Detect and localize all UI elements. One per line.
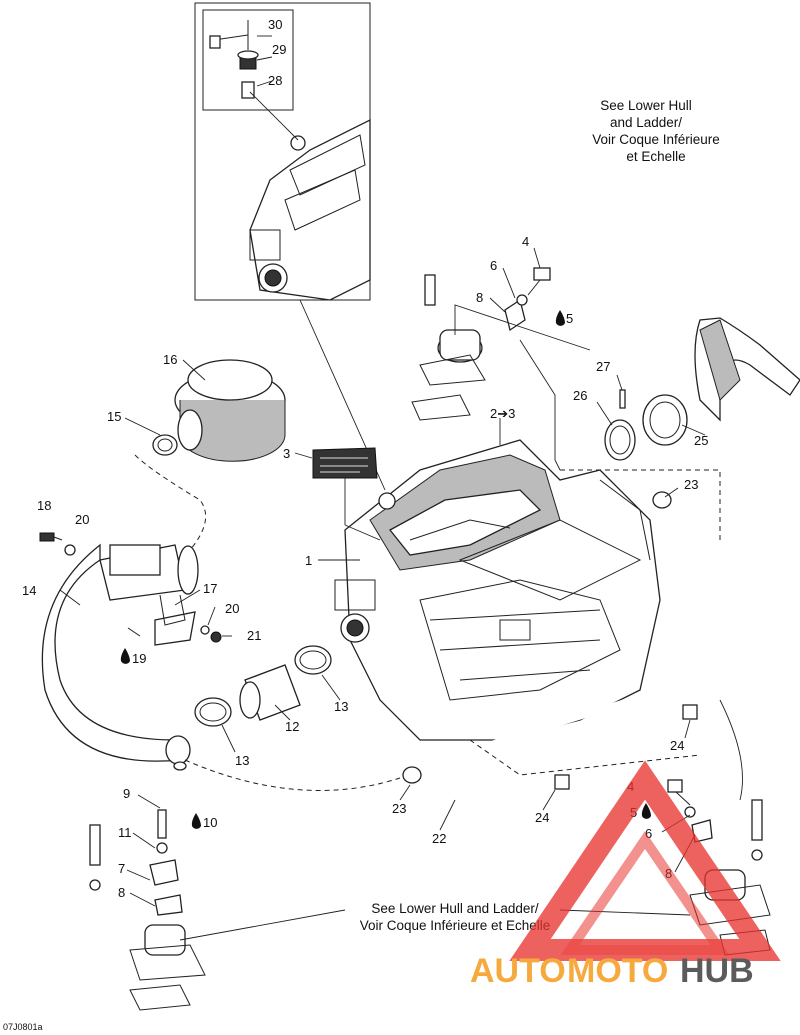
callout-24b: 24: [535, 810, 549, 825]
threadlock-drop-icon: [641, 803, 651, 819]
callout-1: 1: [305, 553, 312, 568]
callout-26: 26: [573, 388, 587, 403]
coupler-hose: [194, 645, 332, 727]
decal-part: [312, 447, 378, 479]
callout-25: 25: [694, 433, 708, 448]
engine-block: [334, 439, 661, 741]
diagram-code: 07J0801a: [3, 1022, 43, 1032]
svg-text:Voir Coque Inférieure: Voir Coque Inférieure: [592, 132, 720, 147]
callout-7: 7: [118, 861, 125, 876]
threadlock-drop-icon: [191, 813, 201, 829]
callout-10: 10: [203, 815, 217, 830]
callout-2-3: 2➔3: [490, 406, 515, 421]
engine-mount-top: [411, 267, 551, 421]
callout-18: 18: [37, 498, 51, 513]
svg-text:and Ladder/: and Ladder/: [610, 115, 682, 130]
svg-text:et Echelle: et Echelle: [626, 149, 685, 164]
callout-23a: 23: [392, 801, 406, 816]
callout-4a: 4: [522, 234, 529, 249]
callout-16: 16: [163, 352, 177, 367]
callout-15: 15: [107, 409, 121, 424]
callout-20a: 20: [75, 512, 89, 527]
callout-17: 17: [203, 581, 217, 596]
callout-8a: 8: [476, 290, 483, 305]
callout-28: 28: [268, 73, 282, 88]
callout-24a: 24: [670, 738, 684, 753]
callout-19: 19: [132, 651, 146, 666]
callout-3: 3: [283, 446, 290, 461]
callout-27: 27: [596, 359, 610, 374]
callout-20b: 20: [225, 601, 239, 616]
intake-pipe: [41, 543, 199, 771]
callout-14: 14: [22, 583, 36, 598]
svg-text:Voir Coque Inférieure et Echel: Voir Coque Inférieure et Echelle: [360, 918, 551, 933]
threadlock-drop-icon: [120, 648, 130, 664]
svg-text:HUB: HUB: [680, 952, 754, 990]
callout-23b: 23: [684, 477, 698, 492]
exhaust-pipe: [604, 317, 800, 461]
callout-21: 21: [247, 628, 261, 643]
svg-text:See Lower Hull: See Lower Hull: [600, 98, 692, 113]
note-lower-hull-top: See Lower Hull and Ladder/ Voir Coque In…: [592, 98, 720, 164]
callout-6b: 6: [645, 826, 652, 841]
callout-30: 30: [268, 17, 282, 32]
engine-mount-bottom-left: [89, 809, 206, 1011]
air-filter: [152, 359, 286, 462]
callout-6a: 6: [490, 258, 497, 273]
callout-13b: 13: [235, 753, 249, 768]
inset-detail: [194, 2, 371, 301]
svg-text:MOTO: MOTO: [567, 952, 668, 990]
automotohub-logo: AUTO MOTO HUB: [470, 760, 781, 990]
callout-29: 29: [272, 42, 286, 57]
callout-12: 12: [285, 719, 299, 734]
callout-22: 22: [432, 831, 446, 846]
callout-5a: 5: [566, 311, 573, 326]
callout-11: 11: [118, 825, 132, 840]
callout-8b: 8: [118, 885, 125, 900]
callout-9: 9: [123, 786, 130, 801]
svg-text:AUTO: AUTO: [470, 952, 566, 990]
note-lower-hull-bottom: See Lower Hull and Ladder/ Voir Coque In…: [360, 901, 551, 933]
svg-text:See Lower Hull and Ladder/: See Lower Hull and Ladder/: [371, 901, 539, 916]
threadlock-drop-icon: [555, 310, 565, 326]
callout-13a: 13: [334, 699, 348, 714]
